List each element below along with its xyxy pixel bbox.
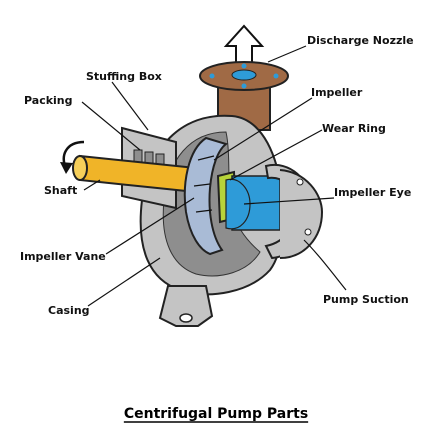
label-impeller: Impeller — [311, 86, 363, 99]
leader-packing — [81, 101, 141, 151]
leader-impeller-eye — [243, 197, 335, 205]
flange-bolt-hole — [304, 228, 312, 236]
leader-wear-ring — [229, 129, 323, 181]
suction-flange-face — [279, 169, 324, 259]
shaft-end — [72, 155, 88, 181]
leader-lines — [81, 45, 347, 307]
impeller-vane — [193, 183, 211, 187]
label-impeller-vane: Impeller Vane — [20, 250, 106, 263]
rotation-arrow-head — [60, 162, 73, 174]
label-stuffing-box: Stuffing Box — [86, 70, 162, 83]
label-packing: Packing — [24, 94, 73, 107]
leader-discharge-nozzle — [267, 45, 307, 63]
flange-bolt-hole — [241, 63, 247, 69]
leader-stuffing-box — [111, 81, 149, 131]
shaft — [72, 154, 197, 194]
flange-bolt-hole — [241, 83, 247, 89]
label-impeller-eye: Impeller Eye — [334, 186, 411, 199]
flange-bolt-hole — [209, 73, 215, 79]
pump-suction — [225, 163, 324, 260]
label-pump-suction: Pump Suction — [323, 293, 409, 306]
leader-impeller-vane — [105, 197, 195, 255]
discharge-flow-arrow — [223, 24, 265, 65]
label-discharge-nozzle: Discharge Nozzle — [307, 34, 414, 47]
leader-casing — [87, 257, 161, 307]
leader-pump-suction — [303, 239, 347, 291]
impeller-vane — [197, 155, 215, 161]
flange-bolt-hole — [296, 178, 304, 186]
label-shaft: Shaft — [44, 184, 77, 197]
leader-impeller — [213, 97, 313, 161]
label-casing: Casing — [48, 304, 90, 317]
foot-bolt-hole — [179, 313, 193, 323]
casing-foot — [158, 285, 214, 327]
nozzle-bore — [231, 69, 257, 81]
impeller-vane — [195, 209, 213, 213]
leader-shaft — [83, 179, 101, 191]
diagram-title: Centrifugal Pump Parts — [124, 406, 308, 422]
impeller-disc — [183, 136, 229, 256]
label-wear-ring: Wear Ring — [322, 122, 386, 135]
flange-bolt-hole — [273, 73, 279, 79]
impeller — [183, 136, 229, 256]
